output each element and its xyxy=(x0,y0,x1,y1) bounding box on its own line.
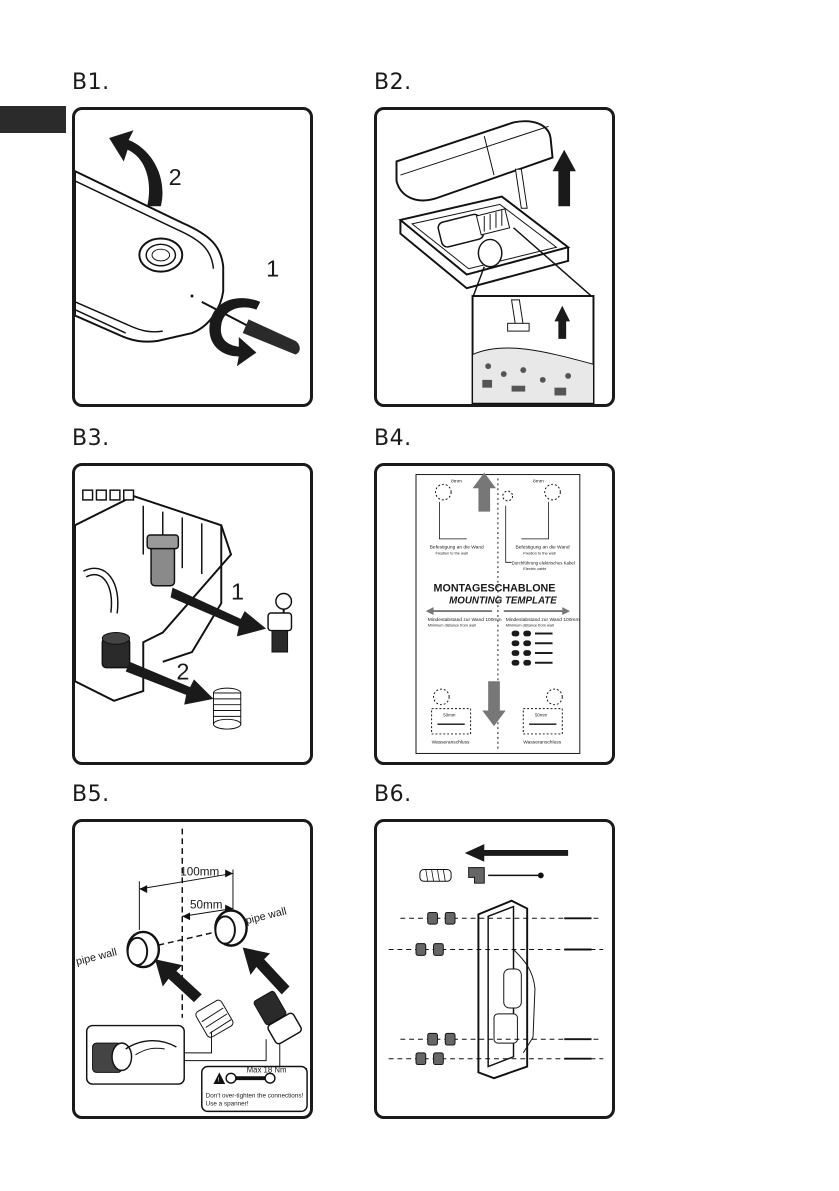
b3-step-1-number: 1 xyxy=(231,578,244,604)
svg-text:Durchführung elektrisches Kabe: Durchführung elektrisches Kabel xyxy=(512,560,575,565)
b1-step-1-number: 1 xyxy=(266,256,279,282)
svg-text:!: ! xyxy=(217,1077,219,1084)
svg-text:Mindestabstand zur Wand 100mm: Mindestabstand zur Wand 100mm xyxy=(506,617,580,623)
svg-text:50mm: 50mm xyxy=(535,712,548,717)
b5-dimension-50mm: 50mm xyxy=(190,899,222,912)
b5-pipe-wall-right-label: pipe wall xyxy=(244,905,287,927)
panel-b6-wall-mounting xyxy=(374,819,615,1119)
svg-text:Minimum distance from wall: Minimum distance from wall xyxy=(506,623,554,628)
step-label-b3: B3. xyxy=(72,426,110,451)
svg-text:Fixation to the wall: Fixation to the wall xyxy=(523,551,555,556)
b4-mounting-template-illustration: 8mm 8mm Befestigung an die Wand Fixation… xyxy=(415,472,581,754)
b6-illustration xyxy=(388,844,604,1080)
svg-text:50mm: 50mm xyxy=(443,712,456,717)
b5-pipe-wall-left-label: pipe wall xyxy=(75,946,118,968)
svg-text:Electric cable: Electric cable xyxy=(523,566,546,571)
panel-b1-remove-cover: 2 1 xyxy=(72,107,313,407)
svg-text:Wasseranschluss: Wasseranschluss xyxy=(432,740,470,746)
svg-text:Befestigung an die Wand: Befestigung an die Wand xyxy=(515,545,569,551)
step-label-b6: B6. xyxy=(374,782,412,807)
panel-b2-lift-cover xyxy=(374,107,615,407)
step-label-b2: B2. xyxy=(374,70,412,95)
b5-torque-limit: Max 18 Nm xyxy=(247,1065,287,1074)
step-label-b1: B1. xyxy=(72,70,110,95)
svg-text:Minimum distance from wall: Minimum distance from wall xyxy=(428,623,476,628)
svg-text:Mindestabstand zur Wand 100mm: Mindestabstand zur Wand 100mm xyxy=(428,617,502,623)
b5-illustration: 100mm 50mm pipe wall pipe wall xyxy=(75,828,308,1113)
step-label-b5: B5. xyxy=(72,782,110,807)
svg-text:Fixation to the wall: Fixation to the wall xyxy=(436,551,468,556)
b3-illustration: 1 2 xyxy=(75,489,293,730)
svg-text:Befestigung an die Wand: Befestigung an die Wand xyxy=(430,545,484,551)
svg-text:8mm: 8mm xyxy=(533,478,544,484)
b5-dimension-100mm: 100mm xyxy=(180,865,219,878)
panel-b5-connect-pipes: 100mm 50mm pipe wall pipe wall xyxy=(72,819,313,1119)
b1-illustration: 2 1 xyxy=(75,130,300,367)
svg-text:8mm: 8mm xyxy=(451,478,462,484)
section-tab xyxy=(0,106,66,133)
b4-template-title-de: MONTAGESCHABLONE xyxy=(434,583,556,595)
svg-text:Wasseranschluss: Wasseranschluss xyxy=(523,740,561,746)
step-label-b4: B4. xyxy=(374,426,412,451)
panel-b3-install-valves: 1 2 xyxy=(72,463,313,765)
b3-step-2-number: 2 xyxy=(176,658,189,684)
b2-illustration xyxy=(395,120,595,404)
panel-b4-mounting-template: 8mm 8mm Befestigung an die Wand Fixation… xyxy=(374,463,615,765)
b5-warning-line2: Use a spanner! xyxy=(206,1101,249,1108)
b1-step-2-number: 2 xyxy=(169,164,182,190)
b5-warning-line1: Don't over-tighten the connections! xyxy=(206,1093,304,1100)
b4-template-title-en: MOUNTING TEMPLATE xyxy=(449,595,557,606)
